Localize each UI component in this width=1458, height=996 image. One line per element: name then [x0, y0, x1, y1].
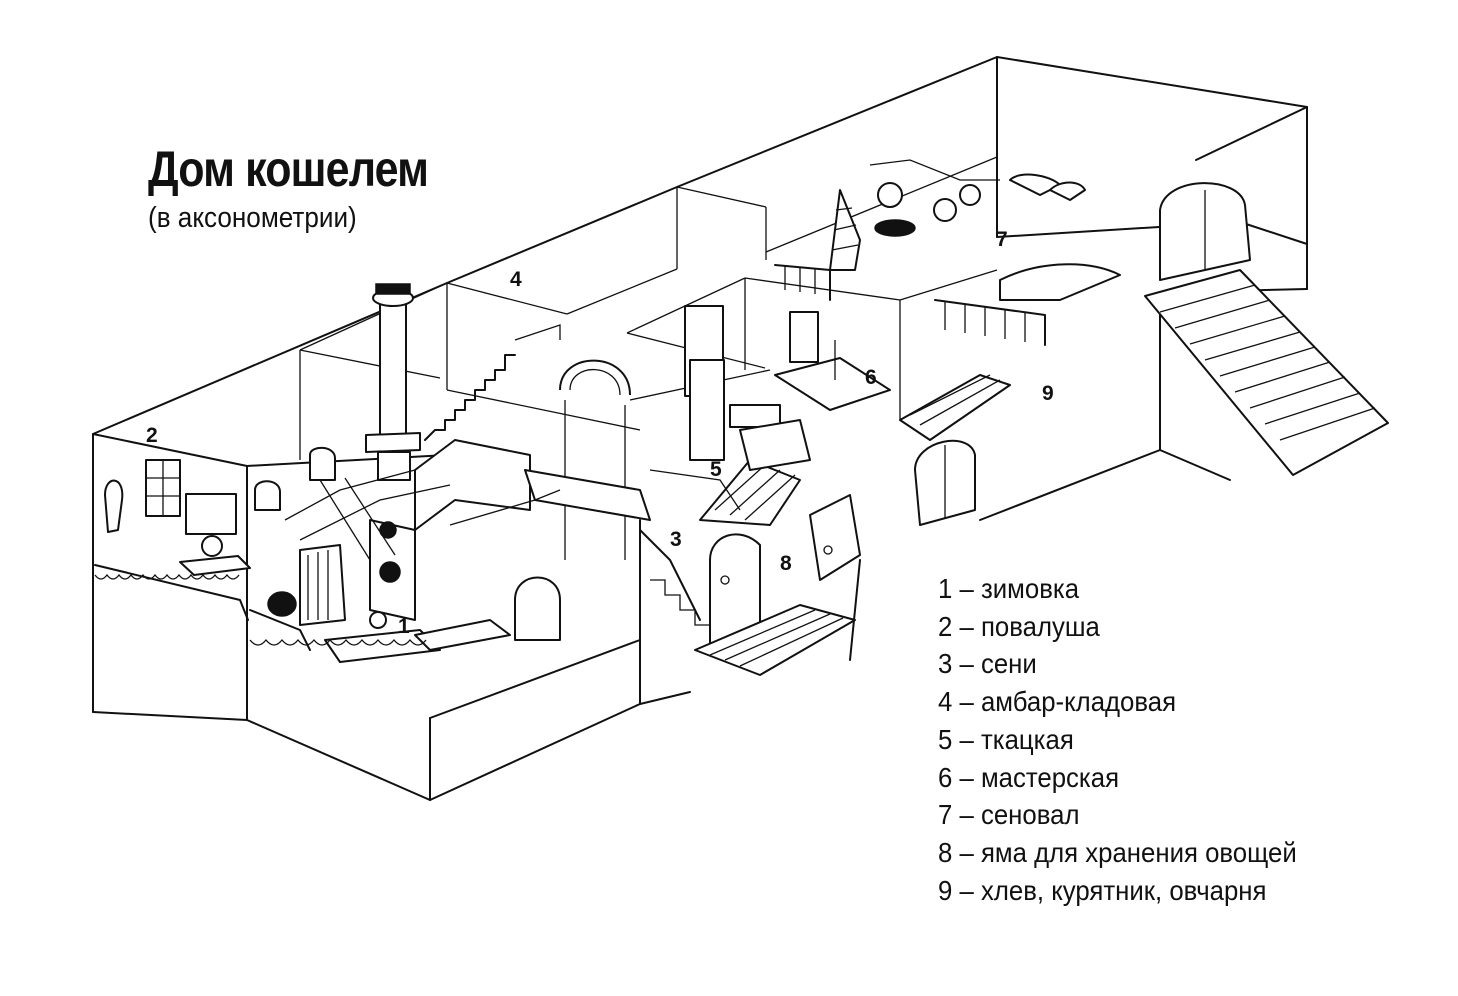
room-number-1: 1	[398, 615, 410, 638]
legend-item-3: 3 – сени	[938, 648, 1037, 680]
room-number-9: 9	[1042, 382, 1054, 405]
legend-item-8: 8 – яма для хранения овощей	[938, 836, 1297, 868]
room-1-furnishings	[249, 283, 561, 663]
diagram-title: Дом кошелем	[148, 141, 429, 197]
room-number-7: 7	[996, 228, 1008, 251]
legend: 1 – зимовка 2 – повалуша 3 – сени 4 – ам…	[938, 570, 1328, 909]
legend-item-2: 2 – повалуша	[938, 610, 1100, 642]
room-number-5: 5	[710, 458, 722, 481]
room-9-furnishings	[914, 182, 1389, 526]
room-number-4: 4	[510, 268, 522, 291]
room-6-furnishings	[774, 264, 1011, 441]
legend-item-5: 5 – ткацкая	[938, 723, 1074, 755]
legend-item-7: 7 – сеновал	[938, 799, 1080, 831]
room-4-furnishings	[424, 324, 651, 560]
room-number-8: 8	[780, 552, 792, 575]
room-3-furnishings	[639, 529, 761, 651]
room-8-furnishings	[694, 494, 861, 676]
legend-item-9: 9 – хлев, курятник, овчарня	[938, 874, 1267, 906]
legend-item-4: 4 – амбар-кладовая	[938, 686, 1177, 718]
room-7-furnishings	[829, 159, 1121, 346]
room-number-3: 3	[670, 528, 682, 551]
legend-item-1: 1 – зимовка	[938, 573, 1080, 604]
room-2-furnishings	[94, 459, 251, 621]
diagram-subtitle: (в аксонометрии)	[148, 202, 357, 234]
room-number-2: 2	[146, 424, 158, 447]
room-number-6: 6	[865, 366, 877, 389]
legend-item-6: 6 – мастерская	[938, 761, 1120, 793]
room-5-furnishings	[649, 305, 811, 526]
